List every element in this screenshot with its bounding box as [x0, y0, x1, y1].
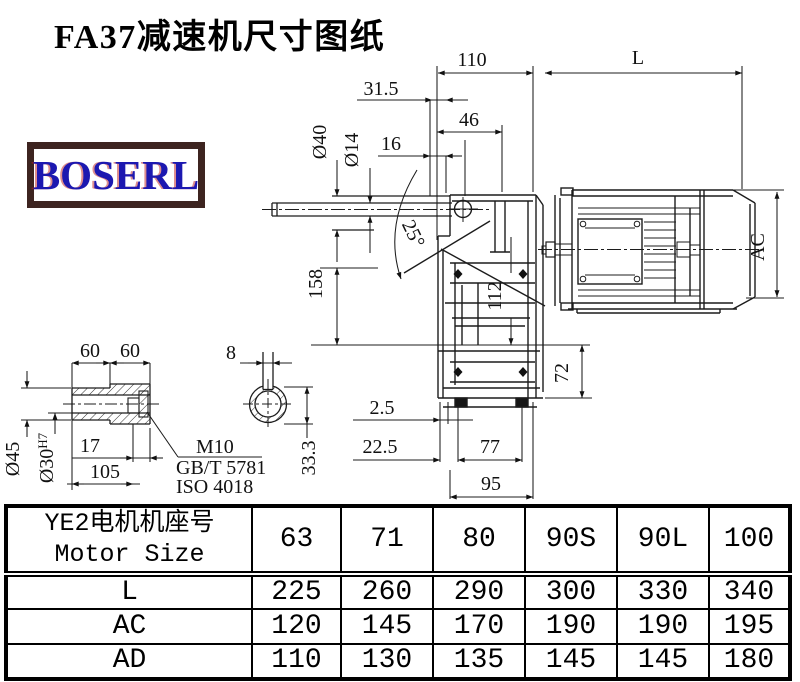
dim-16: 16 — [381, 133, 401, 155]
dimensions — [311, 66, 784, 500]
dim-60-right: 60 — [120, 340, 140, 362]
dim-110: 110 — [457, 49, 486, 71]
table-row-AC: AC 120 145 170 190 190 195 — [5, 607, 791, 645]
dim-72: 72 — [551, 363, 573, 383]
dim-dia14: Ø14 — [341, 133, 363, 167]
dim-95: 95 — [481, 473, 501, 495]
shaft-detail-labels: 60 60 Ø45 Ø30H7 17 105 M10 GB/T 5781 ISO… — [2, 340, 320, 498]
boserl-logo: BOSERL — [27, 142, 205, 208]
row-label-AC: AC — [5, 607, 253, 645]
dim-L: L — [632, 47, 644, 69]
dim-25deg: 25° — [397, 217, 429, 252]
col-80: 80 — [432, 505, 526, 577]
dim-158: 158 — [305, 269, 327, 299]
dim-AC: AC — [747, 233, 769, 261]
col-90L: 90L — [616, 505, 710, 577]
shaft-detail-dimensions — [21, 360, 313, 490]
note-gbt5781: GB/T 5781 — [176, 457, 266, 479]
note-m10: M10 — [196, 436, 234, 458]
dim-46: 46 — [459, 109, 479, 131]
col-100: 100 — [708, 505, 791, 577]
col-63: 63 — [251, 505, 342, 577]
note-iso4018: ISO 4018 — [176, 476, 253, 498]
dim-8: 8 — [226, 342, 236, 364]
dim-2.5: 2.5 — [370, 397, 395, 419]
dim-17: 17 — [80, 435, 100, 457]
dim-dia40: Ø40 — [309, 125, 331, 159]
technical-drawing: 110 L 31.5 46 16 Ø40 Ø14 25° 158 112 AC … — [2, 47, 784, 500]
dim-22.5: 22.5 — [363, 436, 398, 458]
motor — [538, 187, 762, 314]
boserl-logo-text: BOSERL — [32, 151, 200, 198]
gearbox-body — [403, 194, 546, 408]
table-row-L: L 225 260 290 300 330 340 — [5, 572, 791, 610]
dim-105: 105 — [90, 461, 120, 483]
col-90S: 90S — [524, 505, 618, 577]
dim-33.3: 33.3 — [298, 441, 320, 476]
dim-112: 112 — [484, 281, 506, 310]
row-label-L: L — [5, 572, 253, 610]
table-row-AD: AD 110 130 135 145 145 180 — [5, 642, 791, 680]
dim-60-left: 60 — [80, 340, 100, 362]
col-71: 71 — [340, 505, 434, 577]
dim-dia30h7: Ø30H7 — [35, 432, 58, 483]
page-title: FA37减速机尺寸图纸 — [54, 19, 386, 56]
dim-77: 77 — [480, 436, 500, 458]
row-label-AD: AD — [5, 642, 253, 680]
dim-dia45: Ø45 — [2, 442, 24, 476]
output-shaft-detail — [63, 352, 293, 429]
dim-31.5: 31.5 — [364, 78, 399, 100]
